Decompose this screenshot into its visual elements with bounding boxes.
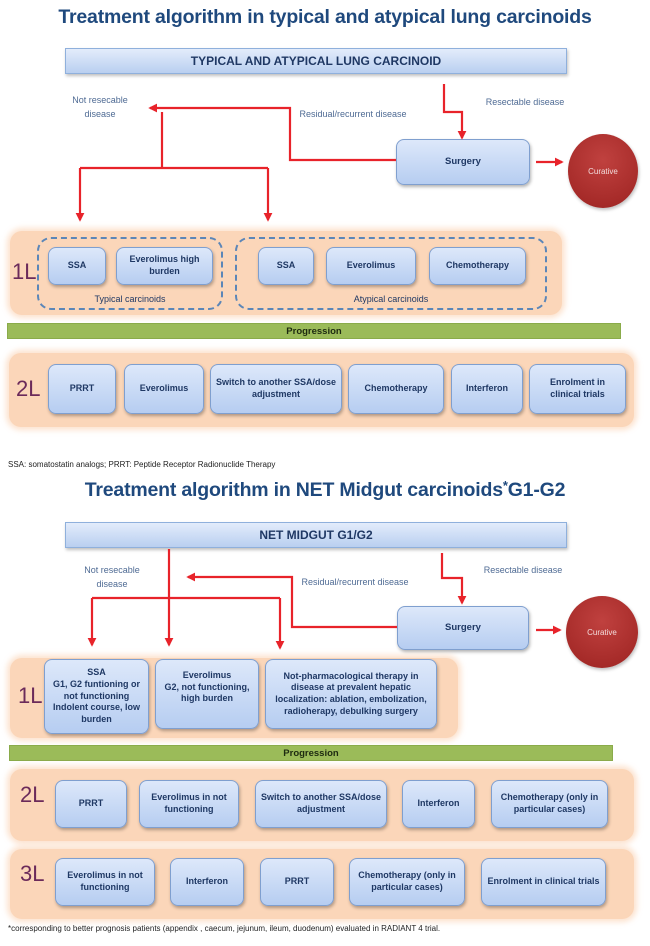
diagram1-line2-label: 2L [16, 376, 41, 401]
diagram2-header-box: NET MIDGUT G1/G2 [65, 522, 567, 548]
diagram1-surgery-node: Surgery [396, 139, 530, 185]
diagram1-title: Treatment algorithm in typical and atypi… [58, 6, 592, 28]
diagram2-not-resecable-label: Not resecable disease [84, 565, 140, 589]
diagram1-line2-item: Switch to another SSA/dose adjustment [210, 364, 342, 414]
diagram1-atypical-chemotherapy-node: Chemotherapy [429, 247, 526, 285]
diagram1-atypical-ssa-node: SSA [258, 247, 314, 285]
diagram2-line3-item: PRRT [260, 858, 334, 906]
diagram2-title: Treatment algorithm in NET Midgut carcin… [0, 478, 650, 502]
diagram2-residual-label: Residual/recurrent disease [301, 577, 409, 587]
diagram2-line3-item: Everolimus in not functioning [55, 858, 155, 906]
diagram2-title-suffix: G1-G2 [507, 479, 566, 501]
diagram2-title-text: Treatment algorithm in NET Midgut carcin… [84, 479, 503, 501]
diagram2-line1-nonpharma-node: Not-pharmacological therapy in disease a… [265, 659, 437, 729]
diagram2-line2-item: Switch to another SSA/dose adjustment [255, 780, 387, 828]
diagram1-not-resecable-label: Not resecable disease [72, 95, 128, 119]
diagram1-atypical-group [235, 237, 547, 310]
diagram2-line3-item: Chemotherapy (only in particular cases) [349, 858, 465, 906]
d2-resectable-arrow [440, 553, 467, 605]
diagram1-typical-group [37, 237, 223, 310]
diagram1-typical-group-label: Typical carcinoids [94, 294, 166, 304]
diagram2-title-star: * [502, 478, 508, 493]
diagram2-line2-item: PRRT [55, 780, 127, 828]
diagram1-atypical-everolimus-node: Everolimus [326, 247, 416, 285]
diagram1-header-box: TYPICAL AND ATYPICAL LUNG CARCINOID [65, 48, 567, 74]
diagram2-line3-label: 3L [20, 861, 45, 886]
diagram1-line2-item: Chemotherapy [348, 364, 444, 414]
diagram1-resectable-label: Resectable disease [485, 97, 565, 107]
diagram2-line1-everolimus-node: Everolimus G2, not functioning, high bur… [155, 659, 259, 729]
diagram1-footnote: SSA: somatostatin analogs; PRRT: Peptide… [8, 460, 276, 469]
diagram2-line3-item: Enrolment in clinical trials [481, 858, 606, 906]
diagram1-curative-node: Curative [568, 134, 638, 208]
diagram1-line2-item: Everolimus [124, 364, 204, 414]
diagram1-line2-item: Enrolment in clinical trials [529, 364, 626, 414]
diagram1-line2-item: Interferon [451, 364, 523, 414]
diagram2-footnote: *corresponding to better prognosis patie… [8, 924, 441, 933]
diagram2-line1-ssa-node: SSA G1, G2 funtioning or not functioning… [44, 659, 149, 734]
d1-resectable-arrow [442, 84, 467, 140]
diagram1-typical-everolimus-node: Everolimus high burden [116, 247, 213, 285]
diagram1-line2-item: PRRT [48, 364, 116, 414]
diagram2-line2-item: Everolimus in not functioning [139, 780, 239, 828]
diagram2-line1-label: 1L [18, 683, 43, 708]
diagram2-line2-item: Chemotherapy (only in particular cases) [491, 780, 608, 828]
diagram2-resectable-label: Resectable disease [483, 565, 563, 575]
diagram2-line2-item: Interferon [402, 780, 475, 828]
diagram1-residual-label: Residual/recurrent disease [299, 109, 407, 119]
diagram2-surgery-node: Surgery [397, 606, 529, 650]
diagram1-typical-ssa-node: SSA [48, 247, 106, 285]
diagram2-line2-label: 2L [20, 782, 45, 807]
diagram1-line1-label: 1L [12, 259, 37, 284]
diagram2-line3-item: Interferon [170, 858, 244, 906]
diagram1-progression-bar: Progression [7, 323, 621, 339]
diagram1-atypical-group-label: Atypical carcinoids [353, 294, 429, 304]
diagram2-curative-node: Curative [566, 596, 638, 668]
diagram2-progression-bar: Progression [9, 745, 613, 761]
